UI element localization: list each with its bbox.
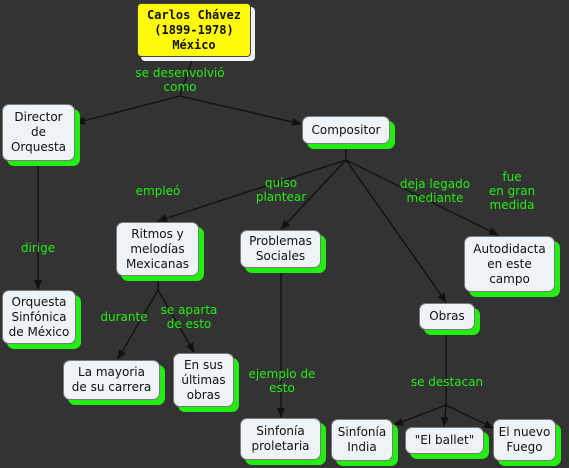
node-sinfonia-india[interactable]: Sinfonía India bbox=[331, 419, 393, 461]
node-el-nuevo-fuego[interactable]: El nuevo Fuego bbox=[493, 419, 556, 461]
node-sinfonia-proletaria[interactable]: Sinfonía proletaria bbox=[240, 418, 321, 460]
link-label-empleo: empleó bbox=[135, 184, 181, 198]
connector-to-ultimas bbox=[157, 289, 195, 353]
connector-to-ballet bbox=[440, 404, 449, 427]
connector-to-autodidacta bbox=[345, 159, 499, 236]
node-ultimas-obras[interactable]: En sus últimas obras bbox=[173, 353, 234, 407]
node-el-ballet[interactable]: "El ballet" bbox=[405, 427, 484, 454]
connector-to-obras bbox=[345, 159, 447, 303]
node-ritmos-melodias[interactable]: Ritmos y melodías Mexicanas bbox=[116, 222, 199, 276]
link-label-dirige: dirige bbox=[20, 241, 56, 255]
node-carlos-chavez[interactable]: Carlos Chávez (1899-1978) México bbox=[137, 3, 251, 57]
link-label-quiso-plantear: quiso plantear bbox=[255, 176, 307, 204]
connector-to-mayoria bbox=[117, 289, 159, 360]
link-label-deja-legado: deja legado mediante bbox=[399, 177, 471, 205]
connector-to-problemas bbox=[280, 159, 347, 230]
node-la-mayoria[interactable]: La mayoria de su carrera bbox=[63, 360, 160, 400]
connector-to-director bbox=[75, 95, 181, 125]
node-director-de-orquesta[interactable]: Director de Orquesta bbox=[2, 104, 75, 161]
connector-to-fuego bbox=[445, 404, 494, 429]
connector-root-stem bbox=[179, 56, 194, 97]
link-label-durante: durante bbox=[100, 310, 148, 324]
node-problemas-sociales[interactable]: Problemas Sociales bbox=[240, 230, 321, 268]
link-label-se-desenvolvio: se desenvolvió como bbox=[135, 66, 225, 94]
link-label-ejemplo-de-esto: ejemplo de esto bbox=[248, 367, 316, 395]
node-compositor[interactable]: Compositor bbox=[302, 116, 390, 144]
link-label-se-aparta: se aparta de esto bbox=[160, 303, 218, 331]
link-label-fue-en-gran-medida: fue en gran medida bbox=[488, 170, 536, 212]
connector-to-compositor bbox=[179, 95, 302, 126]
node-autodidacta[interactable]: Autodidacta en este campo bbox=[464, 236, 555, 292]
node-orquesta-sinfonica[interactable]: Orquesta Sinfónica de México bbox=[2, 290, 76, 344]
connector-to-ritmos bbox=[157, 159, 347, 223]
node-obras[interactable]: Obras bbox=[419, 303, 475, 330]
link-label-se-destacan: se destacan bbox=[410, 375, 484, 389]
connector-to-india bbox=[393, 404, 447, 426]
